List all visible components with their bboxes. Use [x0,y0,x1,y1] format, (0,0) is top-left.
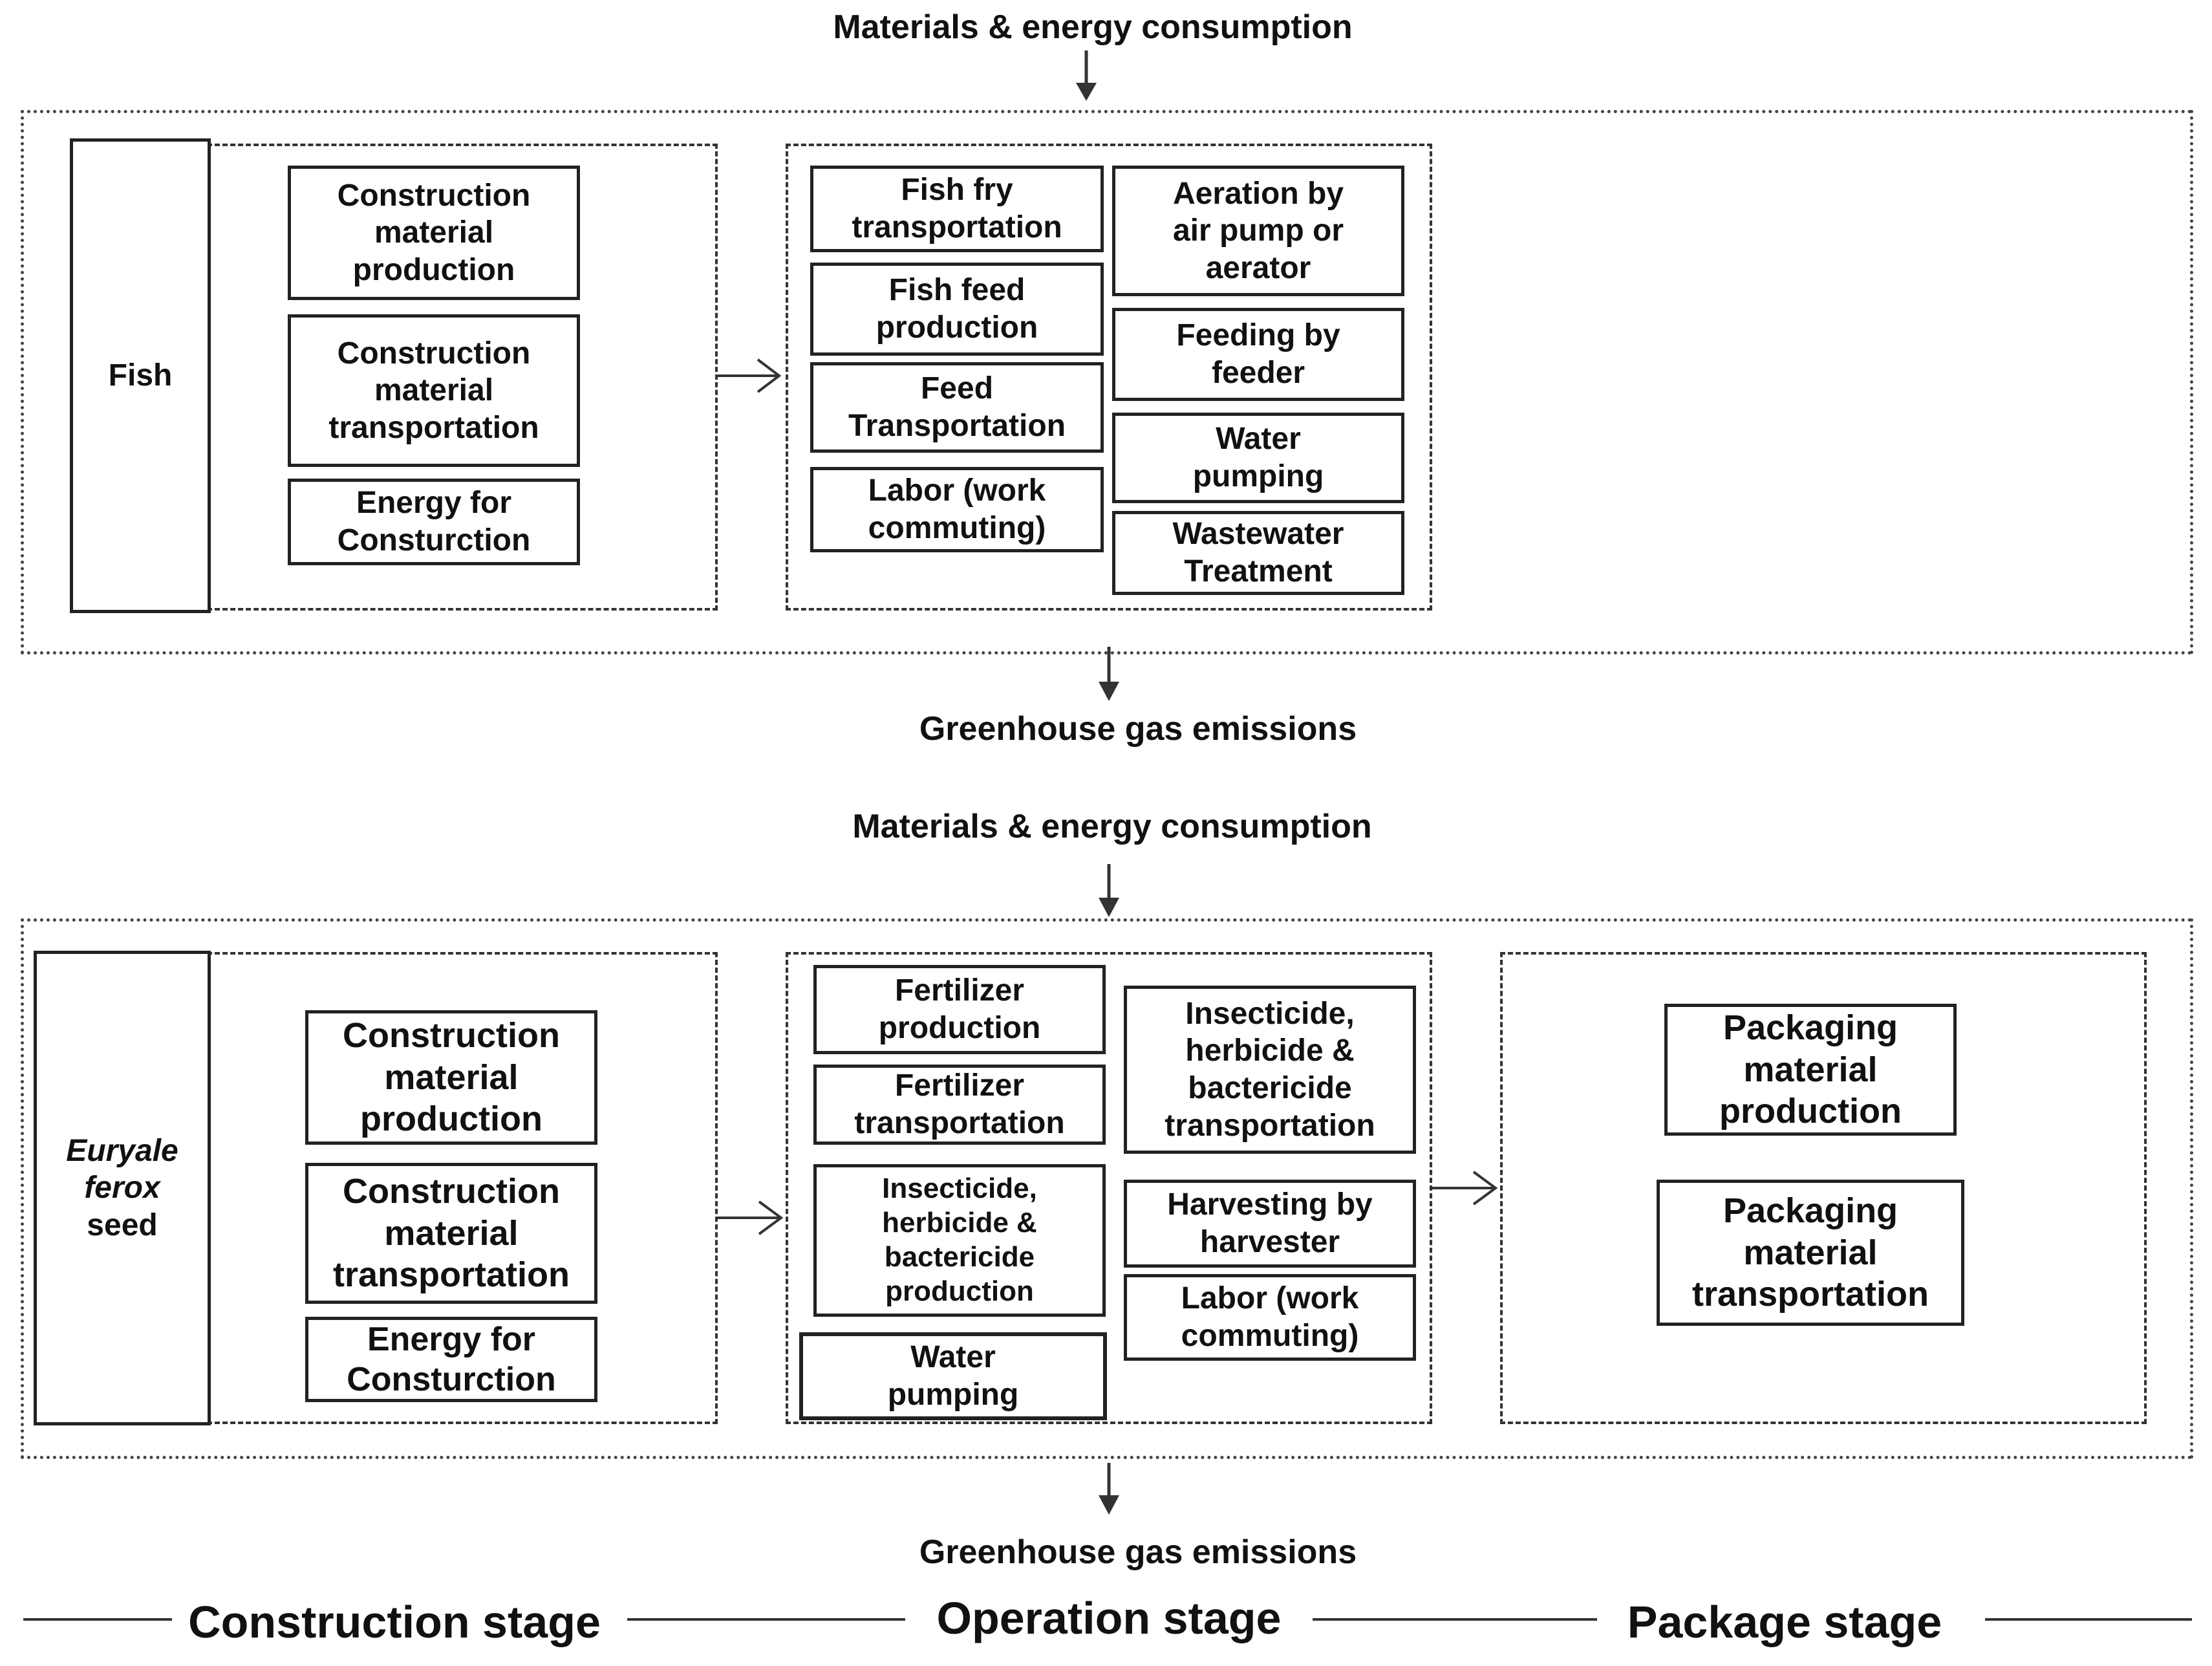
stage-construction-label: Construction stage [188,1597,601,1647]
bottom-input-arrow [1099,864,1119,917]
top-construction-item: Energy for Consturction [288,479,580,565]
bottom-operation-item: Fertilizer production [813,965,1106,1054]
top-construction-to-operation-arrow [718,358,782,393]
seed-entity-plain: seed [87,1207,158,1242]
bottom-operation-group [786,952,1432,1424]
bottom-process-boundary [21,918,2193,1459]
bottom-operation-item: Insecticide, herbicide & bactericide pro… [813,1164,1106,1317]
package-item: Packaging material production [1664,1004,1957,1136]
bottom-construction-item: Construction material transportation [305,1163,597,1304]
top-operation-item: Wastewater Treatment [1112,511,1404,595]
bottom-construction-item: Energy for Consturction [305,1317,597,1402]
stage-divider-line [627,1618,905,1621]
top-operation-item: Water pumping [1112,413,1404,503]
bottom-operation-item: Fertilizer transportation [813,1065,1106,1145]
top-operation-item: Fish fry transportation [810,166,1104,252]
top-output-label: Greenhouse gas emissions [919,710,1357,748]
top-operation-item: Feed Transportation [810,362,1104,453]
stage-divider-line [1313,1618,1597,1621]
bottom-operation-item: Harvesting by harvester [1124,1180,1416,1268]
seed-entity-italic: Euryale ferox [66,1133,178,1206]
bottom-construction-item: Construction material production [305,1010,597,1145]
top-operation-item: Aeration by air pump or aerator [1112,166,1404,296]
stage-operation-label: Operation stage [936,1593,1282,1643]
top-construction-item: Construction material production [288,166,580,300]
top-input-arrow [1076,50,1097,101]
fish-entity-label: Fish [108,358,173,393]
stage-divider-line [1985,1618,2192,1621]
bottom-operation-item: Water pumping [799,1332,1107,1420]
seed-entity-box: Euryale ferox seed [34,951,211,1425]
top-construction-item: Construction material transportation [288,314,580,467]
package-item: Packaging material transportation [1657,1180,1964,1326]
bottom-operation-item: Labor (work commuting) [1124,1274,1416,1361]
top-input-label: Materials & energy consumption [833,8,1353,46]
top-operation-item: Fish feed production [810,263,1104,356]
fish-entity-box: Fish [70,138,211,613]
bottom-output-label: Greenhouse gas emissions [919,1533,1357,1571]
bottom-operation-item: Insecticide, herbicide & bactericide tra… [1124,986,1416,1154]
bottom-operation-to-package-arrow [1432,1171,1498,1206]
top-operation-group [786,144,1432,611]
bottom-construction-to-operation-arrow [718,1200,784,1235]
bottom-output-arrow [1099,1463,1119,1515]
top-operation-item: Labor (work commuting) [810,467,1104,552]
bottom-package-group [1500,952,2147,1424]
stage-package-label: Package stage [1627,1597,1942,1647]
bottom-input-label: Materials & energy consumption [852,808,1372,845]
top-output-arrow [1099,647,1119,701]
top-operation-item: Feeding by feeder [1112,308,1404,401]
top-process-boundary [21,110,2193,654]
stage-divider-line [23,1618,172,1621]
